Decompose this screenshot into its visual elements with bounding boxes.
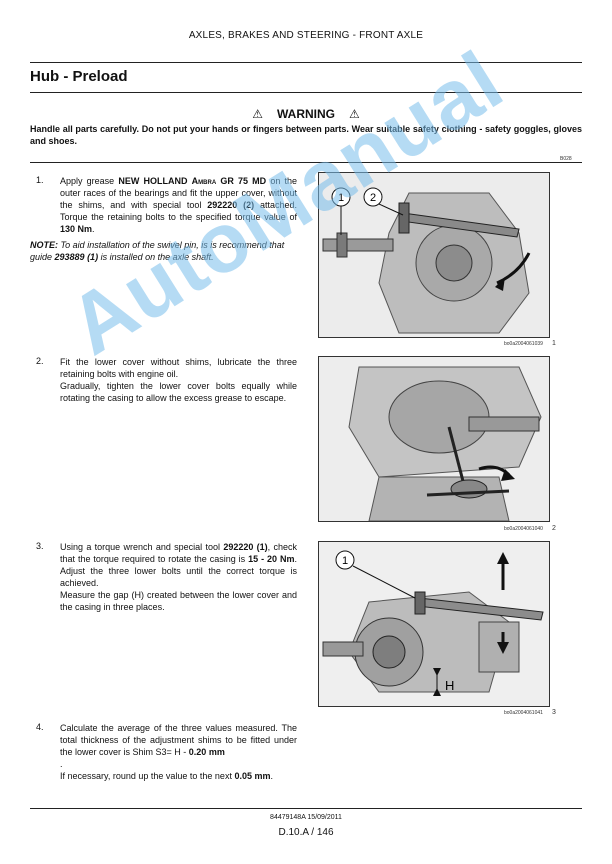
text-run: Gradually, tighten the lower cover bolts… bbox=[60, 381, 297, 403]
figure-index: 3 bbox=[552, 709, 556, 716]
callout-label: 1 bbox=[338, 192, 344, 204]
step-number: 3. bbox=[36, 541, 44, 551]
text-run: attached. Torque the retaining bolts to … bbox=[60, 200, 297, 222]
figure-torque-check: 1 H bbox=[318, 541, 550, 707]
text-run: 293889 (1) bbox=[54, 252, 99, 262]
callout-2: 2 bbox=[363, 187, 383, 207]
step-text: Fit the lower cover without shims, lubri… bbox=[60, 356, 297, 404]
gap-label: H bbox=[445, 678, 454, 693]
header-rule bbox=[30, 62, 582, 63]
text-run: NOTE: bbox=[30, 240, 58, 250]
warning-triangle-icon: ⚠ bbox=[252, 107, 263, 121]
text-run: is installed on the axle shaft. bbox=[98, 252, 214, 262]
warning-heading: ⚠ WARNING ⚠ bbox=[0, 107, 612, 121]
text-run: 0.05 mm bbox=[234, 771, 271, 781]
text-run: . Adjust the three lower bolts until the… bbox=[60, 554, 297, 588]
text-run: 15 - 20 Nm bbox=[248, 554, 295, 564]
step-number: 2. bbox=[36, 356, 44, 366]
text-run: Using a torque wrench and special tool bbox=[60, 542, 224, 552]
figure-caption: bo0a2004061041 bbox=[504, 710, 543, 716]
text-run: . bbox=[92, 224, 95, 234]
figure-index: 2 bbox=[552, 525, 556, 532]
figure-index: 1 bbox=[552, 340, 556, 347]
text-run: 292220 (2) bbox=[207, 200, 255, 210]
text-run: If necessary, round up the value to the … bbox=[60, 771, 235, 781]
step-number: 4. bbox=[36, 722, 44, 732]
text-run: To aid installation of the swivel pin, i… bbox=[30, 240, 285, 262]
text-run: on the outer races of the bearings and f… bbox=[60, 176, 297, 210]
footer-doc-ref: 84479148A 15/09/2011 bbox=[270, 814, 342, 821]
callout-label: 1 bbox=[342, 555, 348, 567]
text-run: , check that the torque required to rota… bbox=[60, 542, 297, 564]
text-run: GR 75 MD bbox=[216, 176, 267, 186]
figure-caption: bo0a2004061039 bbox=[504, 341, 543, 347]
text-run: Measure the gap (H) created between the … bbox=[60, 590, 297, 612]
footer-rule bbox=[30, 808, 582, 809]
warning-triangle-icon: ⚠ bbox=[349, 107, 360, 121]
text-run: Ambra bbox=[191, 176, 217, 186]
callout-1: 1 bbox=[335, 550, 355, 570]
step-text: Using a torque wrench and special tool 2… bbox=[60, 541, 297, 613]
text-run: . bbox=[60, 759, 63, 769]
text-run: 130 Nm bbox=[60, 224, 93, 234]
text-run: Apply grease bbox=[60, 176, 119, 186]
text-run: Calculate the average of the three value… bbox=[60, 723, 297, 757]
text-run: Fit the lower cover without shims, lubri… bbox=[60, 357, 297, 379]
warning-rule bbox=[30, 162, 582, 163]
text-run: . bbox=[270, 771, 273, 781]
figure-caption: bo0a2004061040 bbox=[504, 526, 543, 532]
text-run: NEW HOLLAND bbox=[118, 176, 192, 186]
callout-label: 2 bbox=[370, 192, 376, 204]
warning-text: Handle all parts carefully. Do not put y… bbox=[30, 124, 582, 146]
title-rule bbox=[30, 92, 582, 93]
section-header: AXLES, BRAKES AND STEERING - FRONT AXLE bbox=[188, 30, 424, 41]
text-run: 292220 (1) bbox=[223, 542, 268, 552]
warning-code: B028 bbox=[560, 156, 572, 162]
warning-label: WARNING bbox=[277, 107, 335, 121]
text-run: 0.20 mm bbox=[188, 747, 225, 757]
step-number: 1. bbox=[36, 175, 44, 185]
footer-page-number: D.10.A / 146 bbox=[278, 827, 334, 838]
step-text: Apply grease NEW HOLLAND Ambra GR 75 MD … bbox=[60, 175, 297, 235]
figure-lower-cover bbox=[318, 356, 550, 522]
figure-hub-upper-cover: 1 2 bbox=[318, 172, 550, 338]
step-note: NOTE: To aid installation of the swivel … bbox=[30, 239, 298, 263]
page-title: Hub - Preload bbox=[30, 68, 128, 85]
step-text: Calculate the average of the three value… bbox=[60, 722, 297, 782]
